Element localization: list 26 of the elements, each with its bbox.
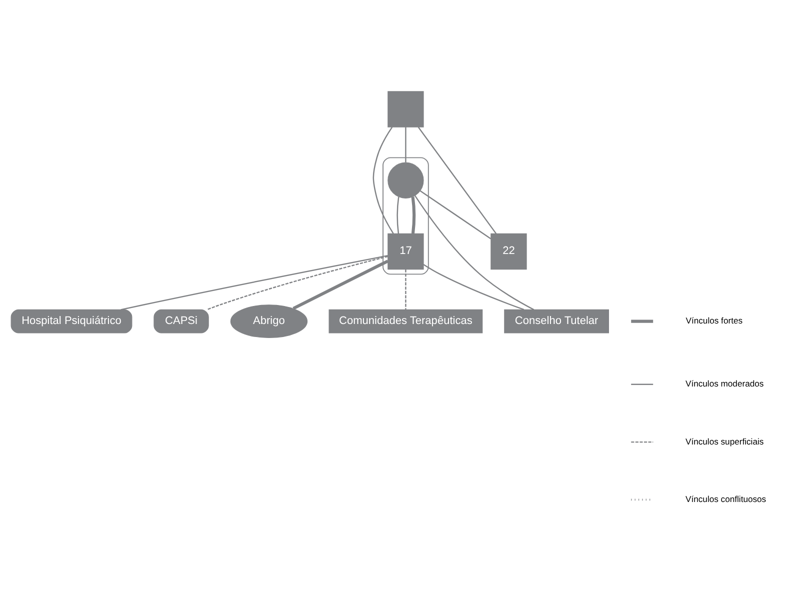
connector	[418, 126, 497, 234]
connector	[120, 254, 388, 310]
connector	[405, 127, 406, 162]
node-circle	[388, 162, 424, 198]
legend-label: Vínculos superficiais	[685, 436, 764, 446]
cluster	[382, 157, 429, 275]
legend-label: Vínculos moderados	[685, 378, 764, 389]
node-box: 22	[490, 233, 527, 270]
connector	[206, 256, 388, 310]
node-box: Conselho Tutelar	[504, 309, 609, 334]
connector	[411, 196, 416, 234]
node-box	[388, 91, 424, 128]
connector	[396, 196, 400, 234]
connector	[414, 195, 534, 310]
node-box: Comunidades Terapêuticas	[328, 309, 483, 334]
legend-label: Vínculos conflituosos	[686, 494, 766, 504]
connector	[372, 126, 394, 234]
connector	[420, 190, 492, 240]
node-ellipse: Abrigo	[230, 304, 308, 338]
node-box: CAPSi	[154, 309, 209, 334]
connector	[292, 260, 389, 310]
connector	[423, 264, 524, 310]
legend-label: Vínculos fortes	[686, 316, 743, 326]
node-box: Hospital Psiquiátrico	[10, 309, 132, 334]
node-box: 17	[388, 233, 424, 270]
connector	[405, 269, 406, 310]
